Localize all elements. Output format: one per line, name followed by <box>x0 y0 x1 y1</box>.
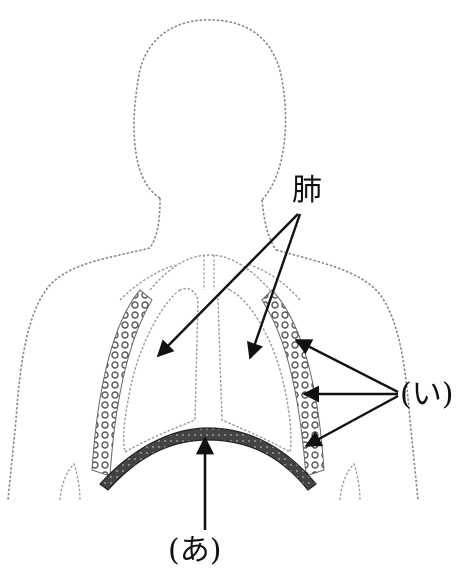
trachea <box>204 255 214 290</box>
arrow-icon <box>158 214 298 356</box>
lung-label: 肺 <box>292 173 322 208</box>
neck-outline <box>150 198 276 250</box>
head-outline <box>134 20 286 200</box>
label-a: (あ) <box>168 533 221 568</box>
diaphragm <box>100 428 316 490</box>
label-i: (い) <box>400 377 453 412</box>
arrow-icon <box>306 396 398 446</box>
